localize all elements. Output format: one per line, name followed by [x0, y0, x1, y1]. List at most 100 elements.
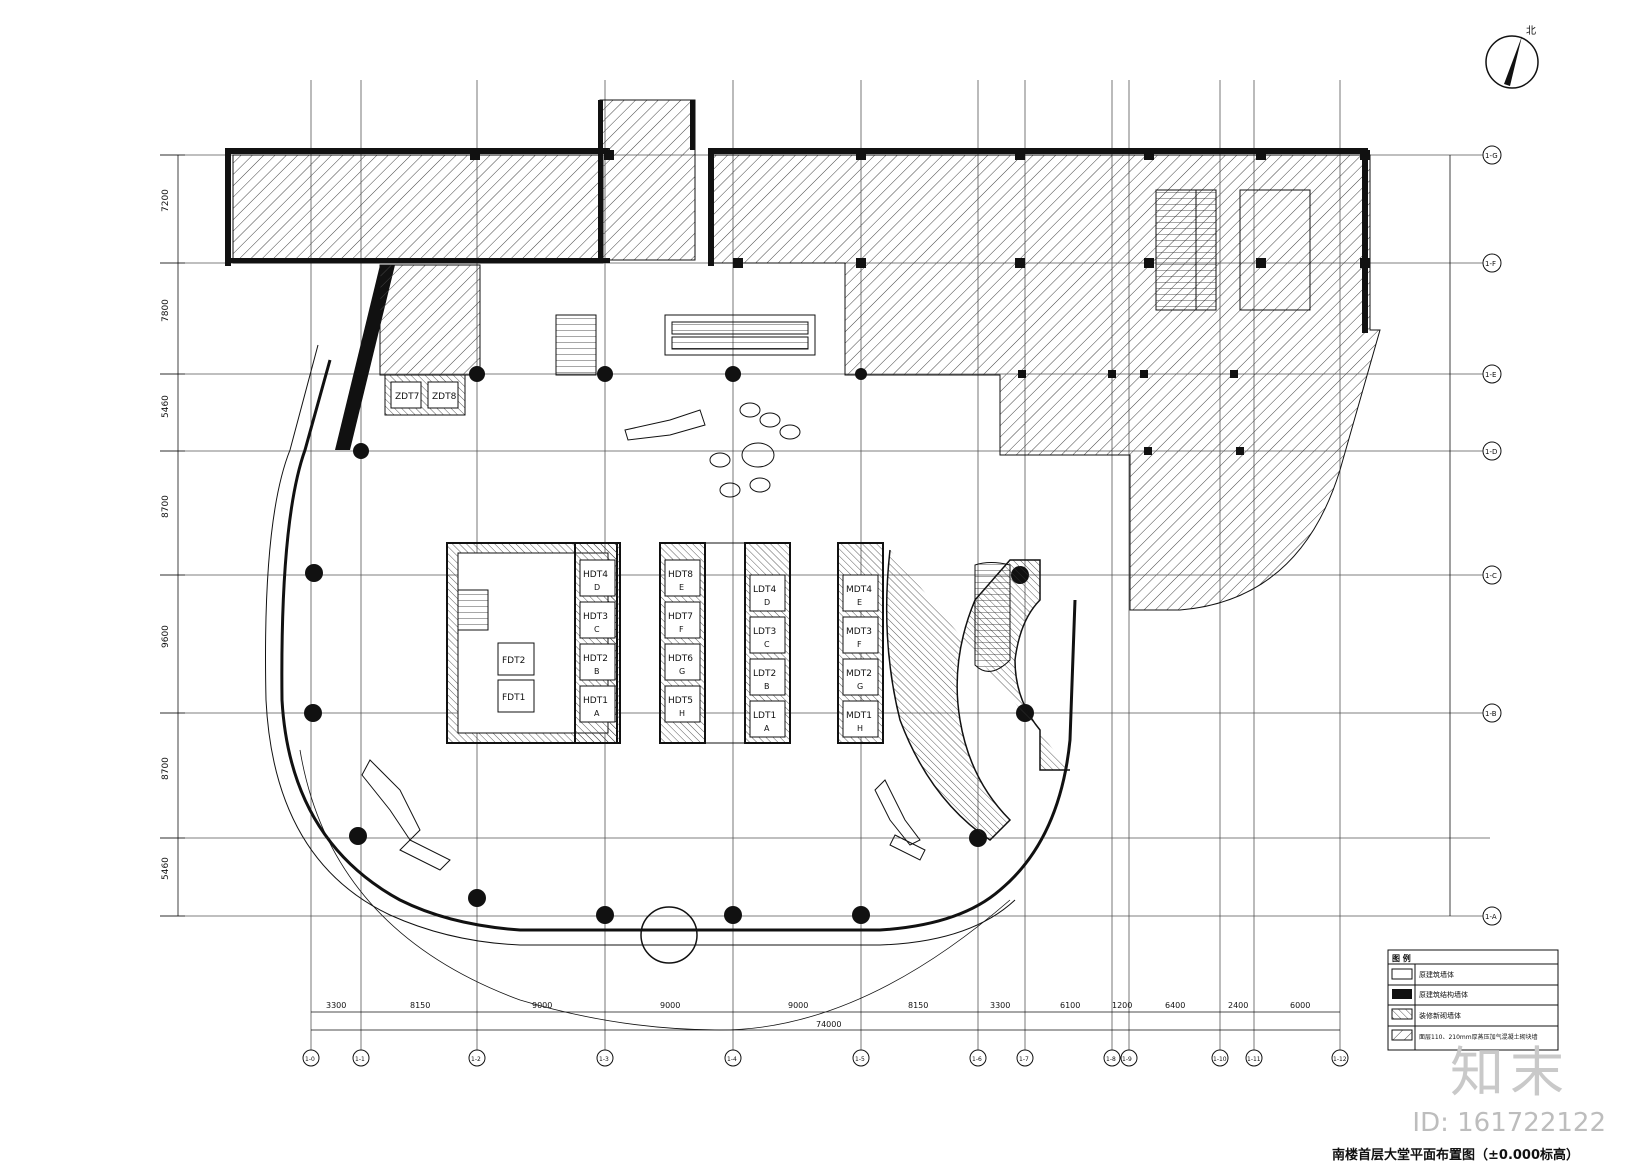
ldt2-label: LDT2 — [753, 669, 776, 679]
hdt2-code: B — [594, 667, 600, 676]
dim-bottom-2: 9000 — [532, 1001, 552, 1010]
legend-item-2: 装修新砌墙体 — [1419, 1011, 1461, 1020]
hdt5-code: H — [679, 709, 685, 718]
legend-item-0: 原建筑墙体 — [1419, 970, 1454, 979]
legend-item-3: 面层110、210mm厚蒸压加气混凝土砌块墙 — [1419, 1033, 1538, 1041]
mdt-bank: MDT4 MDT3 MDT2 MDT1 E F G H — [842, 574, 879, 738]
fdt1-label: FDT1 — [502, 693, 525, 703]
hdt8-code: E — [679, 583, 684, 592]
grid-label-b5: 1-5 — [855, 1056, 865, 1063]
drawing-title: 南楼首层大堂平面布置图（±0.000标高） — [1332, 1148, 1580, 1163]
dim-bottom-4: 9000 — [788, 1001, 808, 1010]
grid-label-r1: 1-F — [1485, 260, 1496, 268]
grid-label-b10: 1-10 — [1213, 1056, 1227, 1063]
dim-bottom-9: 6400 — [1165, 1001, 1185, 1010]
ldt3-label: LDT3 — [753, 627, 776, 637]
dim-bottom-10: 2400 — [1228, 1001, 1248, 1010]
dim-bottom-1: 8150 — [410, 1001, 430, 1010]
dim-bottom-6: 3300 — [990, 1001, 1010, 1010]
ldt-bank: LDT4 LDT3 LDT2 LDT1 D C B A — [749, 574, 786, 738]
hdt6-label: HDT6 — [668, 654, 693, 664]
hdt1-code: A — [594, 709, 600, 718]
hdt3-label: HDT3 — [583, 612, 608, 622]
dim-bottom-total: 74000 — [816, 1020, 841, 1029]
ldt4-code: D — [764, 598, 770, 607]
north-arrow-icon: 北 — [1485, 25, 1539, 89]
bottom-grid-bubbles: 1-0 1-1 1-2 1-3 1-4 1-5 1-6 1-7 1-8 1-9 … — [302, 1049, 1349, 1067]
left-dimension — [160, 154, 1451, 917]
facade-outline — [265, 344, 1077, 1031]
hdt4-label: HDT4 — [583, 570, 608, 580]
lobby-furniture — [361, 402, 926, 871]
mdt1-label: MDT1 — [846, 711, 872, 721]
grid-label-b9: 1-9 — [1122, 1056, 1132, 1063]
ldt3-code: C — [764, 640, 770, 649]
spiral-staircase — [885, 549, 1070, 841]
north-label: 北 — [1526, 25, 1536, 37]
mdt2-label: MDT2 — [846, 669, 872, 679]
hdt1-label: HDT1 — [583, 696, 608, 706]
grid-label-r0: 1-G — [1485, 152, 1498, 160]
dim-bottom-0: 3300 — [326, 1001, 346, 1010]
dim-bottom-5: 8150 — [908, 1001, 928, 1010]
mdt2-code: G — [857, 682, 863, 691]
watermark-logo: 知末 — [1450, 1041, 1570, 1104]
fdt-bank: FDT2 FDT1 — [497, 642, 535, 713]
dim-left-3: 8700 — [161, 495, 171, 518]
grid-label-b12: 1-12 — [1333, 1056, 1347, 1063]
mdt3-label: MDT3 — [846, 627, 872, 637]
dim-bottom-7: 6100 — [1060, 1001, 1080, 1010]
grid-label-r3: 1-D — [1485, 448, 1497, 456]
hdt7-label: HDT7 — [668, 612, 693, 622]
grid-label-r5: 1-B — [1485, 710, 1497, 718]
fdt2-label: FDT2 — [502, 656, 525, 666]
grid-label-b8: 1-8 — [1106, 1056, 1116, 1063]
zdt-lifts: ZDT7 ZDT8 — [384, 374, 466, 416]
hdt6-code: G — [679, 667, 685, 676]
dim-left-6: 5460 — [161, 857, 171, 880]
ldt1-label: LDT1 — [753, 711, 776, 721]
mdt4-label: MDT4 — [846, 585, 872, 595]
dim-bottom-8: 1200 — [1112, 1001, 1132, 1010]
dim-left-0: 7200 — [161, 189, 171, 212]
dim-bottom-11: 6000 — [1290, 1001, 1310, 1010]
dim-left-1: 7800 — [161, 299, 171, 322]
legend-item-1: 原建筑结构墙体 — [1419, 990, 1468, 999]
grid-label-b1: 1-1 — [355, 1056, 365, 1063]
hdt5-label: HDT5 — [668, 696, 693, 706]
right-grid-bubbles: 1-G 1-F 1-E 1-D 1-C 1-B 1-A — [1482, 145, 1502, 926]
north-service-block — [225, 99, 1381, 611]
hdt4-code: D — [594, 583, 600, 592]
grid-label-r6: 1-A — [1485, 913, 1497, 921]
zdt7-label: ZDT7 — [395, 392, 419, 402]
ldt1-code: A — [764, 724, 770, 733]
mdt1-code: H — [857, 724, 863, 733]
hdt3-code: C — [594, 625, 600, 634]
dim-bottom-3: 9000 — [660, 1001, 680, 1010]
escalator — [555, 314, 816, 376]
grid-label-b7: 1-7 — [1019, 1056, 1029, 1063]
grid-label-b2: 1-2 — [471, 1056, 481, 1063]
grid-label-b3: 1-3 — [599, 1056, 609, 1063]
hdt7-code: F — [679, 625, 684, 634]
dim-left-5: 8700 — [161, 757, 171, 780]
grid-label-r2: 1-E — [1485, 371, 1496, 379]
hdt-bank-a: HDT4 HDT3 HDT2 HDT1 D C B A — [579, 559, 616, 723]
watermark-id: ID: 161722122 — [1412, 1108, 1606, 1138]
ldt2-code: B — [764, 682, 770, 691]
zdt8-label: ZDT8 — [432, 392, 457, 402]
grid-label-b4: 1-4 — [727, 1056, 737, 1063]
grid-label-b11: 1-11 — [1247, 1056, 1261, 1063]
grid-label-b6: 1-6 — [972, 1056, 982, 1063]
grid-label-r4: 1-C — [1485, 572, 1497, 580]
legend-title: 图 例 — [1392, 953, 1411, 963]
hdt8-label: HDT8 — [668, 570, 693, 580]
mdt3-code: F — [857, 640, 862, 649]
hdt2-label: HDT2 — [583, 654, 608, 664]
hdt-bank-b: HDT8 HDT7 HDT6 HDT5 E F G H — [664, 559, 701, 723]
left-dimension-texts: 7200 7800 5460 8700 9600 8700 5460 — [161, 189, 171, 880]
grid-label-b0: 1-0 — [305, 1056, 315, 1063]
legend: 图 例 原建筑墙体 原建筑结构墙体 装修新砌墙体 面层110、210mm厚蒸压加… — [1387, 949, 1559, 1051]
ldt4-label: LDT4 — [753, 585, 776, 595]
